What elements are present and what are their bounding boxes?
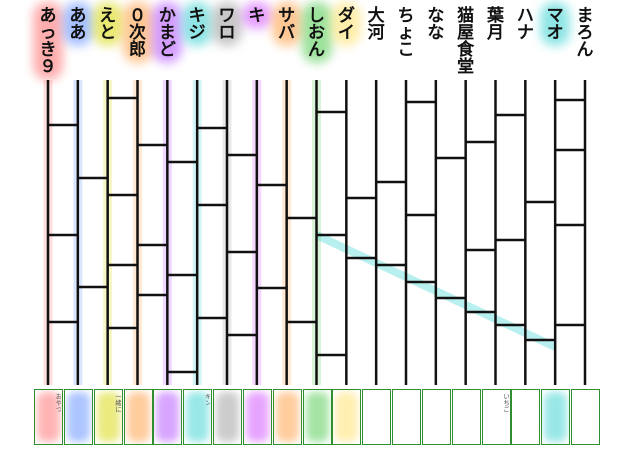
card-text <box>305 393 330 443</box>
card-text <box>573 393 598 443</box>
participant-name[interactable]: 猫屋食堂 <box>457 6 475 77</box>
result-card[interactable] <box>421 389 451 445</box>
name-glow <box>62 2 93 46</box>
result-card[interactable]: 一緒に <box>93 389 123 445</box>
card-wash <box>126 392 150 442</box>
result-card[interactable]: いちご <box>481 389 511 445</box>
card-wash <box>37 392 60 442</box>
result-card[interactable] <box>451 389 481 445</box>
result-card[interactable] <box>362 389 392 445</box>
result-card[interactable] <box>272 389 302 445</box>
card-wash <box>216 392 239 442</box>
result-card[interactable] <box>153 389 183 445</box>
card-wash <box>305 392 329 442</box>
card-text: 一緒に <box>113 393 121 413</box>
participant-name[interactable]: キ <box>248 6 266 26</box>
card-text <box>543 393 568 443</box>
card-text <box>394 393 419 443</box>
result-card[interactable] <box>541 389 571 445</box>
result-card[interactable] <box>123 389 153 445</box>
participant-name[interactable]: ワロ <box>218 6 236 43</box>
participant-name[interactable]: サバ <box>278 6 296 43</box>
participant-name[interactable]: ちょこ <box>397 6 415 60</box>
result-card[interactable]: キン <box>183 389 213 445</box>
participant-name[interactable]: マオ <box>546 6 564 43</box>
card-text: キン <box>203 393 211 406</box>
card-wash <box>245 392 269 442</box>
result-card[interactable] <box>511 389 541 445</box>
name-glow <box>182 2 213 46</box>
card-wash <box>275 392 299 442</box>
participant-name[interactable]: ０次郎 <box>129 6 146 60</box>
name-glow <box>33 2 63 80</box>
participant-name[interactable]: あっき９ <box>39 6 57 77</box>
name-glow <box>241 2 272 29</box>
card-wash <box>156 392 180 442</box>
card-wash <box>66 392 90 442</box>
result-card[interactable] <box>302 389 332 445</box>
participant-name[interactable]: しおん <box>308 6 325 60</box>
result-card[interactable] <box>332 389 362 445</box>
card-text <box>215 393 240 443</box>
participant-name[interactable]: キジ <box>188 6 206 43</box>
name-glow <box>540 2 571 46</box>
name-glow <box>331 2 362 46</box>
result-card[interactable] <box>392 389 421 445</box>
card-text <box>275 393 300 443</box>
name-glow <box>122 2 153 63</box>
participant-name[interactable]: なな <box>427 6 445 43</box>
card-text <box>424 393 449 443</box>
result-card[interactable] <box>242 389 272 445</box>
card-wash <box>186 392 210 442</box>
name-glow <box>212 2 242 46</box>
card-text <box>126 393 151 443</box>
card-text <box>364 393 389 443</box>
card-wash <box>96 392 120 442</box>
card-text: おやつ <box>54 393 61 413</box>
participant-name[interactable]: ダイ <box>337 6 355 43</box>
participant-name[interactable]: ハナ <box>516 6 534 43</box>
participant-name[interactable]: かまど <box>158 6 176 60</box>
card-wash <box>544 392 568 442</box>
result-card[interactable] <box>571 389 600 445</box>
name-glow <box>92 2 123 46</box>
card-text <box>245 393 270 443</box>
card-wash <box>335 392 359 442</box>
result-card[interactable] <box>213 389 242 445</box>
card-text <box>155 393 180 443</box>
result-card[interactable]: おやつ <box>34 389 63 445</box>
name-glow <box>301 2 332 63</box>
card-text <box>513 393 538 443</box>
participant-name[interactable]: ああ <box>69 6 87 43</box>
participant-name[interactable]: 葉月 <box>487 6 504 43</box>
participant-name[interactable]: まろん <box>576 6 594 60</box>
card-text: いちご <box>501 393 509 413</box>
name-glow <box>152 2 183 63</box>
card-text <box>454 393 479 443</box>
name-glow <box>271 2 302 46</box>
result-card[interactable] <box>63 389 93 445</box>
card-text <box>334 393 359 443</box>
card-text <box>66 393 91 443</box>
participant-name[interactable]: 大河 <box>367 6 385 43</box>
participant-name[interactable]: えと <box>99 6 117 43</box>
